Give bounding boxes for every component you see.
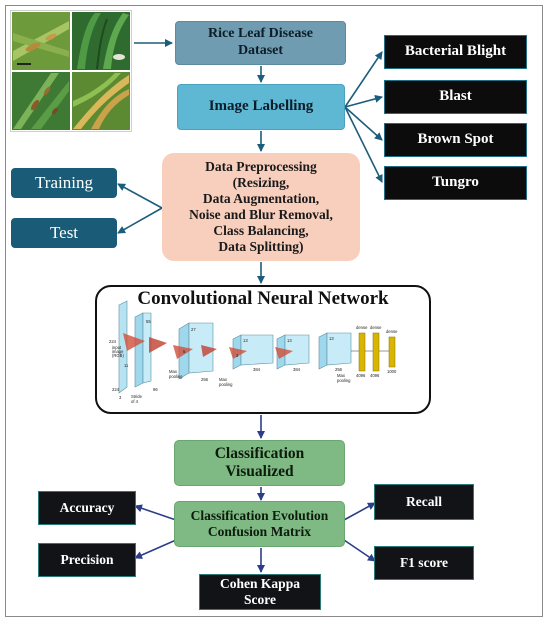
arrow-evaluation-to-accuracy <box>134 504 177 521</box>
cnn-label-l1-depth: 55 <box>146 319 151 324</box>
cnn-label-input-width: 224 <box>112 387 120 392</box>
arrow-labelling-to-blast <box>344 94 383 108</box>
cnn-label-stride: Stride <box>131 394 143 399</box>
cnn-label-channels: 3 <box>119 395 122 400</box>
class-bacterial-blight: Bacterial Blight <box>384 35 527 69</box>
metric-precision: Precision <box>38 543 136 577</box>
cnn-label-l1-filters: 96 <box>153 387 158 392</box>
arrow-labelling-to-tungro <box>344 106 383 183</box>
dataset-node: Rice Leaf Disease Dataset <box>175 21 346 65</box>
cnn-label-stride-of: of 4 <box>131 399 139 404</box>
arrow-labelling-to-brown-spot <box>344 106 383 141</box>
cnn-label-dense-1-units: 4096 <box>356 373 366 378</box>
cnn-label-l4-size: 13 <box>287 338 292 343</box>
cnn-label-l2-filters: 256 <box>201 377 209 382</box>
arrow-preprocessing-to-training <box>117 183 163 209</box>
cnn-label-pool-1a: Max <box>169 369 178 374</box>
cnn-label-l2-depth: 27 <box>191 327 196 332</box>
cnn-label-dense-2: dense <box>370 325 382 330</box>
rice-leaf-photo-1-icon <box>12 12 70 70</box>
cnn-architecture-diagram: 224 input image (RGB) 224 3 55 96 11 Str… <box>109 300 398 404</box>
image-labelling-node: Image Labelling <box>177 84 345 130</box>
cnn-label-dense-2-units: 4096 <box>370 373 380 378</box>
evaluation-node: Classification Evolution Confusion Matri… <box>174 501 345 547</box>
arrow-evaluation-to-precision <box>134 539 177 559</box>
rice-leaf-photo-3-icon <box>12 72 70 130</box>
cnn-label-pool-3b: pooling <box>337 378 351 383</box>
cnn-label-dense-1: dense <box>356 325 368 330</box>
cnn-title: Convolutional Neural Network <box>137 288 389 309</box>
classification-visualized-node: Classification Visualized <box>174 440 345 486</box>
cnn-label-image-word: image <box>112 349 124 354</box>
metric-recall: Recall <box>374 484 474 520</box>
cnn-panel: Convolutional Neural Network 224 input i… <box>95 285 431 414</box>
arrow-labelling-to-bacterial-blight <box>344 51 383 108</box>
cnn-label-l5-size: 13 <box>329 336 334 341</box>
arrow-evaluation-to-recall <box>343 502 376 521</box>
metric-accuracy: Accuracy <box>38 491 136 525</box>
preprocessing-node: Data Preprocessing (Resizing, Data Augme… <box>162 153 360 261</box>
cnn-label-l4-filters: 384 <box>293 367 301 372</box>
cnn-label-l3-filters: 384 <box>253 367 261 372</box>
class-brown-spot: Brown Spot <box>384 123 527 157</box>
cnn-label-input-word: input <box>112 345 122 350</box>
cnn-label-pool-3a: Max <box>337 373 346 378</box>
cnn-label-kernel: 11 <box>124 363 129 368</box>
arrow-preprocessing-to-test <box>117 207 163 234</box>
cnn-label-rgb: (RGB) <box>112 353 124 358</box>
cnn-label-dense-3-units: 1000 <box>387 369 397 374</box>
cnn-label-l5-filters: 256 <box>335 367 343 372</box>
rice-leaf-collage <box>10 10 132 132</box>
cnn-label-l3-kernel: 3 <box>236 353 239 358</box>
rice-leaf-photo-4-icon <box>72 72 130 130</box>
rice-leaf-photo-2-icon <box>72 12 130 70</box>
cnn-label-input-size: 224 <box>109 339 117 344</box>
training-split: Training <box>11 168 117 198</box>
metric-f1-score: F1 score <box>374 546 474 580</box>
cnn-label-dense-3: dense <box>386 329 398 334</box>
cnn-label-l3-size: 13 <box>243 338 248 343</box>
figure-frame <box>5 5 543 617</box>
metric-cohen-kappa: Cohen Kappa Score <box>199 574 321 610</box>
cnn-label-l2-kernel: 5 <box>183 349 186 354</box>
class-tungro: Tungro <box>384 166 527 200</box>
arrow-evaluation-to-f1 <box>343 539 376 562</box>
cnn-label-pool-2b: pooling <box>219 382 233 387</box>
test-split: Test <box>11 218 117 248</box>
cnn-label-pool-1b: pooling <box>169 374 183 379</box>
cnn-label-pool-2a: Max <box>219 377 228 382</box>
class-blast: Blast <box>384 80 527 114</box>
